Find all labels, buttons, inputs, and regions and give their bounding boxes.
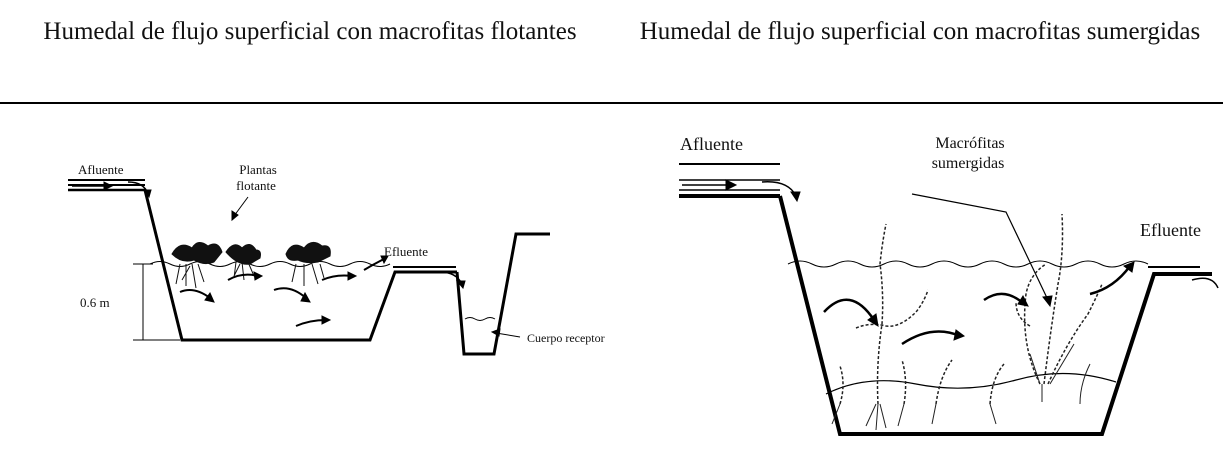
depth-label: 0.6 m: [80, 295, 110, 310]
inflow-arrow-icon: [72, 181, 152, 199]
header-rule: [0, 102, 1223, 104]
plants-pointer-arrow-icon: [231, 196, 249, 222]
column-title-floating: Humedal de flujo superficial con macrofi…: [43, 18, 577, 45]
floating-macrophyte-diagram: Afluente Efluente Cuerpo receptor 0.6 m …: [0, 104, 612, 460]
plants-label-line2: sumergidas: [932, 155, 1005, 172]
submerged-macrophyte-svg: Afluente Efluente Macrófitas sumergidas: [679, 134, 1219, 436]
floating-plant: [225, 244, 261, 281]
flow-arrow-icon: [295, 315, 332, 327]
receiver-label: Cuerpo receptor: [527, 331, 605, 345]
receiver-arrow-icon: [490, 328, 521, 338]
water-surface: [149, 261, 391, 267]
flow-arrow-icon: [1089, 261, 1135, 296]
table-header: Humedal de flujo superficial con macrofi…: [0, 0, 1223, 104]
floating-plant: [171, 242, 223, 289]
outflow-label: Efluente: [1140, 220, 1201, 240]
outflow-arrow-icon: [439, 271, 466, 290]
plants-pointer-arrow-icon: [911, 193, 1053, 308]
wetland-basin: [778, 195, 1212, 436]
flow-arrow-icon: [901, 329, 966, 346]
floating-macrophyte-svg: Afluente Efluente Cuerpo receptor 0.6 m …: [68, 162, 605, 356]
flow-arrow-icon: [273, 287, 311, 303]
receiving-body: [455, 232, 550, 356]
flow-arrow-icon: [823, 298, 879, 327]
flow-arrow-icon: [363, 255, 389, 271]
floating-plant: [285, 242, 331, 286]
plants-label-line1: Macrófitas: [935, 135, 1004, 152]
inflow-pipe: [679, 163, 780, 198]
outflow-arrow-icon: [1191, 277, 1219, 289]
submerged-plant: [831, 359, 1005, 427]
depth-dimension: [133, 263, 180, 341]
plants-label-line2: flotante: [236, 178, 276, 193]
inflow-label: Afluente: [78, 162, 124, 177]
submerged-macrophyte-diagram: Afluente Efluente Macrófitas sumergidas: [612, 104, 1223, 460]
wetland-basin: [143, 189, 457, 342]
flow-arrow-icon: [227, 271, 264, 281]
flow-arrow-icon: [179, 289, 215, 303]
sediment-line: [825, 372, 1117, 395]
outflow-label: Efluente: [384, 244, 428, 259]
water-surface: [787, 260, 1149, 268]
submerged-plant: [855, 223, 929, 431]
inflow-arrow-icon: [682, 179, 801, 203]
flow-arrow-icon: [321, 271, 358, 281]
column-title-submerged: Humedal de flujo superficial con macrofi…: [639, 18, 1201, 45]
plants-label-line1: Plantas: [239, 162, 277, 177]
flow-arrow-icon: [983, 292, 1029, 307]
receiver-water: [464, 317, 496, 321]
inflow-label: Afluente: [680, 134, 743, 154]
